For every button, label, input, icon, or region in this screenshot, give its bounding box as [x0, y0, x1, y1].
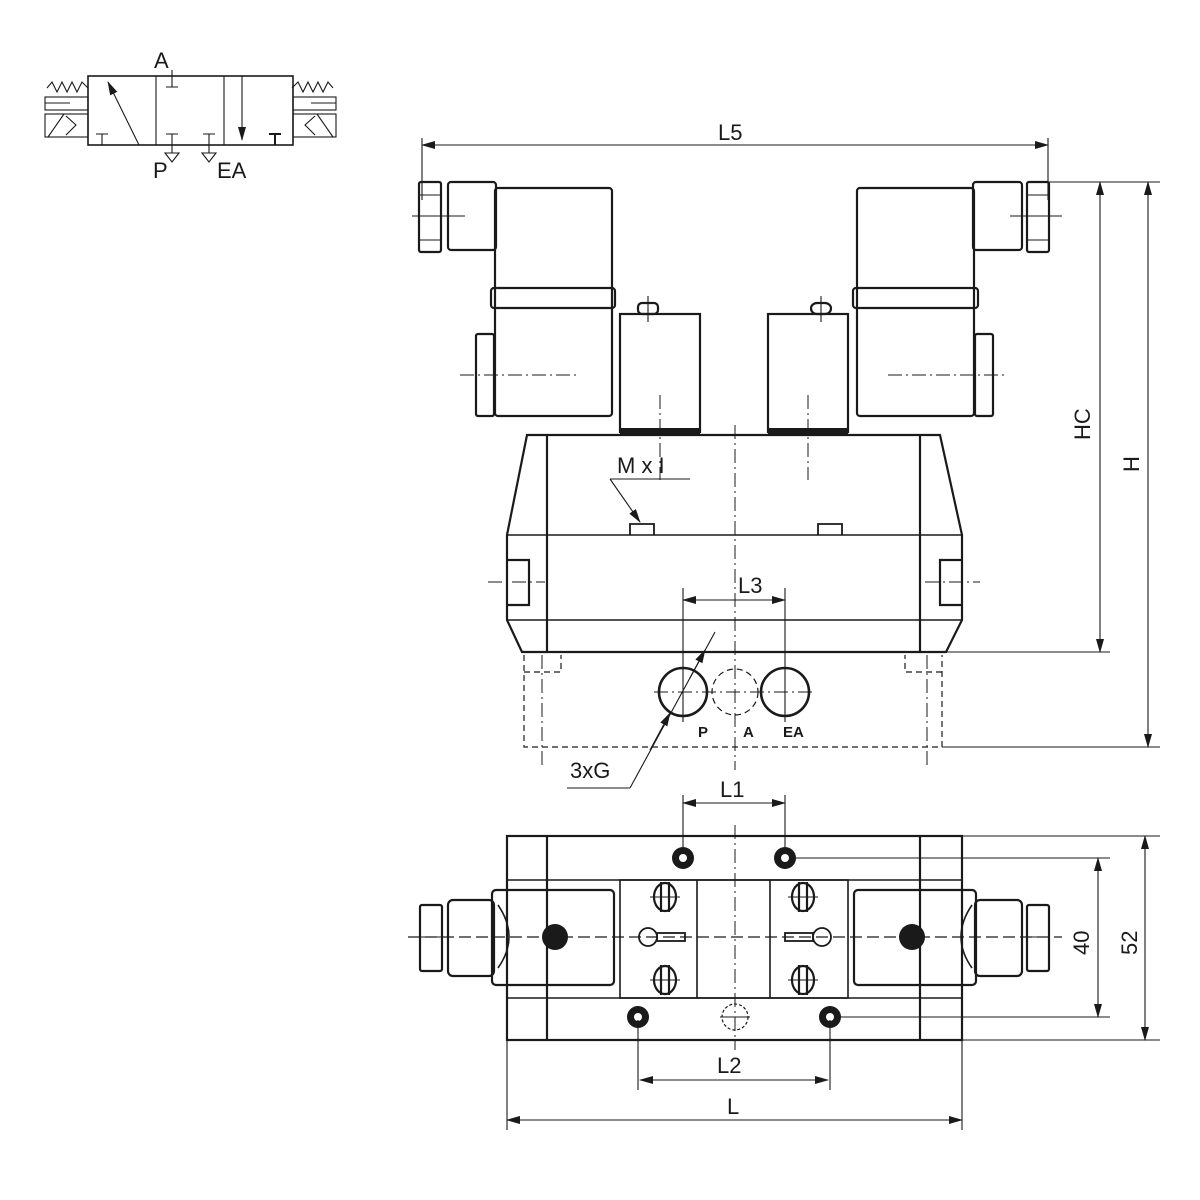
dim-l3-label: L3 [738, 573, 762, 598]
dim-l5-label: L5 [718, 120, 742, 145]
dim-52-label: 52 [1117, 931, 1142, 955]
dim-l2-label: L2 [717, 1053, 741, 1078]
flow-arrow-icon [107, 81, 140, 146]
valve-body [488, 425, 980, 770]
thread-label: M x I [617, 453, 665, 478]
solenoid-right-icon [292, 96, 337, 138]
port-p-label: P [698, 724, 708, 741]
dim-l1-label: L1 [720, 777, 744, 802]
symbol-port-p: P [153, 158, 168, 183]
port-ea-label: EA [783, 724, 804, 741]
pneumatic-symbol: A P EA [44, 48, 337, 183]
dim-hc-label: HC [1070, 408, 1095, 440]
plan-view: L1 40 [408, 777, 1160, 1130]
port-a-label: A [743, 724, 754, 741]
solenoid-coil-left [412, 180, 702, 480]
screw-icons [650, 881, 818, 996]
front-view: L5 M x [412, 120, 1160, 789]
solenoid-coil-right [766, 180, 1062, 480]
ports-thread-label: 3xG [570, 758, 610, 783]
manual-override-left-icon [638, 927, 686, 947]
symbol-port-a: A [154, 48, 169, 73]
mounting-holes [627, 847, 841, 1031]
dim-40-label: 40 [1069, 931, 1094, 955]
dim-l-label: L [727, 1094, 739, 1119]
coil-plan-right [852, 888, 1051, 987]
spring-left-icon [46, 80, 89, 94]
symbol-port-ea: EA [217, 158, 247, 183]
thread-leader [609, 478, 641, 523]
spring-right-icon [291, 80, 334, 94]
dim-h-label: H [1119, 456, 1144, 472]
solenoid-left-icon [44, 96, 89, 138]
